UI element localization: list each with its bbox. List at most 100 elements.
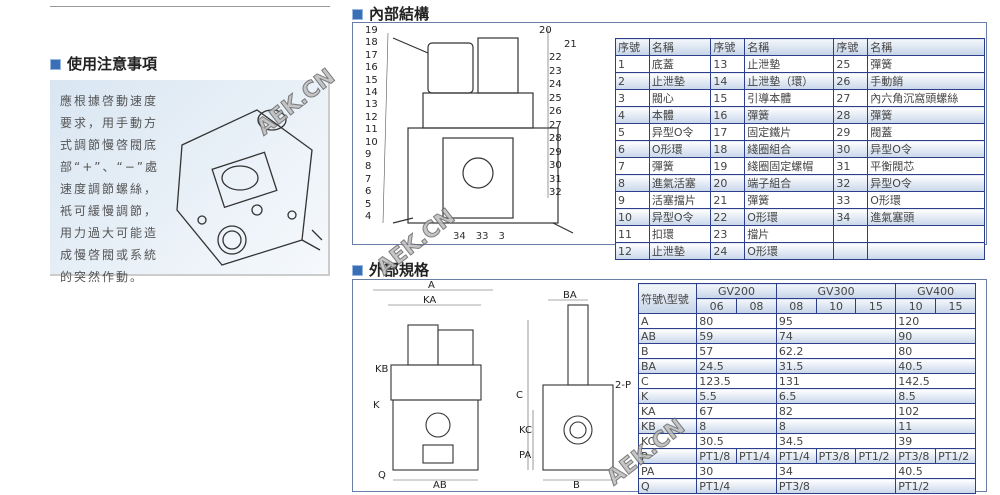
table-cell: 24.5 xyxy=(696,358,777,374)
table-cell: 止泄墊 xyxy=(648,242,712,260)
row-key: BA xyxy=(637,358,698,374)
table-cell: O形環 xyxy=(648,140,712,158)
table-cell: 31 xyxy=(833,157,869,175)
table-cell: 閥蓋 xyxy=(867,123,985,141)
table-cell: 端子組合 xyxy=(744,174,835,192)
size-header: 10 xyxy=(895,298,937,314)
table-cell: 123.5 xyxy=(696,373,777,389)
table-cell: 內六角沉窩頭螺絲 xyxy=(867,89,985,107)
top-rule xyxy=(50,0,330,7)
dimension-label: KC xyxy=(519,425,532,436)
callout-label: 5 xyxy=(365,198,372,210)
table-cell: 引導本體 xyxy=(744,89,835,107)
table-cell: 25 xyxy=(833,55,869,73)
table-cell: 23 xyxy=(710,225,746,243)
table-cell: 27 xyxy=(833,89,869,107)
notes-heading: 使用注意事項 xyxy=(50,53,157,74)
table-cell: 57 xyxy=(696,343,777,359)
row-key: P xyxy=(637,448,698,464)
table-cell: 進氣活塞 xyxy=(648,174,712,192)
table-cell: 14 xyxy=(710,72,746,90)
model-header: GV200 xyxy=(696,283,777,299)
callout-label: 3 xyxy=(498,231,505,242)
callout-label: 25 xyxy=(549,92,562,104)
callout-label: 8 xyxy=(365,161,372,173)
header-cell: 名稱 xyxy=(867,38,985,56)
table-cell: 95 xyxy=(775,313,897,329)
notes-text: 應根據啓動速度要求，用手動方式調節慢啓閥底部“+”、“−”處速度調節螺絲，衹可緩… xyxy=(60,94,159,284)
dimension-label: B xyxy=(573,480,580,491)
dimension-label: KB xyxy=(375,364,389,375)
table-cell: 止泄墊 xyxy=(648,72,712,90)
callout-label: 11 xyxy=(365,124,378,136)
table-cell: 10 xyxy=(615,208,650,226)
header-cell: 序號 xyxy=(710,38,746,56)
table-cell: PT1/2 xyxy=(935,448,976,464)
cross-section-drawing xyxy=(382,28,574,234)
dimension-label: AB xyxy=(433,480,447,491)
table-cell: 26 xyxy=(833,72,869,90)
table-cell: 34 xyxy=(775,463,897,479)
callout-label: 34 xyxy=(453,231,466,242)
table-cell: 彈簧 xyxy=(867,55,985,73)
table-cell: 80 xyxy=(895,343,976,359)
table-cell: 13 xyxy=(710,55,746,73)
table-cell: 綫圈組合 xyxy=(744,140,835,158)
callout-label: 22 xyxy=(549,52,562,63)
table-cell: 30 xyxy=(833,140,869,158)
callout-label: 12 xyxy=(365,111,378,123)
notes-box: 應根據啓動速度要求，用手動方式調節慢啓閥底部“+”、“−”處速度調節螺絲，衹可緩… xyxy=(50,80,330,284)
model-header: GV400 xyxy=(895,283,976,299)
table-cell: 12 xyxy=(615,242,650,260)
table-cell: 15 xyxy=(710,89,746,107)
table-cell: O形環 xyxy=(744,208,835,226)
dimension-drawing xyxy=(373,289,614,481)
size-header: 08 xyxy=(736,298,777,314)
callout-label: 24 xyxy=(549,79,562,90)
table-cell: 67 xyxy=(696,403,777,419)
table-cell: 止泄墊 xyxy=(744,55,835,73)
table-cell: 閥心 xyxy=(648,89,712,107)
callout-label: 15 xyxy=(365,74,378,86)
table-cell: 彈簧 xyxy=(744,191,835,209)
row-key: B xyxy=(637,343,698,359)
table-cell: 彈簧 xyxy=(867,106,985,124)
table-cell: PT3/8 xyxy=(895,448,937,464)
table-cell: 彈簧 xyxy=(744,106,835,124)
callout-label: 21 xyxy=(564,38,577,50)
dimension-label: K xyxy=(373,400,380,411)
table-cell: PT3/8 xyxy=(775,478,897,494)
external-heading: 外部規格 xyxy=(352,259,429,280)
dimension-label: KA xyxy=(423,295,437,306)
size-header: 08 xyxy=(775,298,817,314)
table-cell: 8 xyxy=(696,418,777,434)
table-cell: PT1/4 xyxy=(736,448,777,464)
table-cell: 進氣塞頭 xyxy=(867,208,985,226)
row-key: KA xyxy=(637,403,698,419)
table-cell: PT1/4 xyxy=(696,478,777,494)
model-header: GV300 xyxy=(775,283,897,299)
table-cell: 80 xyxy=(696,313,777,329)
table-cell: 异型O令 xyxy=(648,123,712,141)
table-cell xyxy=(833,242,869,260)
table-cell: 82 xyxy=(775,403,897,419)
dimension-label: BA xyxy=(563,290,577,301)
table-cell: 异型O令 xyxy=(648,208,712,226)
table-cell: 异型O令 xyxy=(867,140,985,158)
table-cell: 62.2 xyxy=(775,343,897,359)
table-cell: 29 xyxy=(833,123,869,141)
table-cell: 8 xyxy=(615,174,650,192)
size-header: 15 xyxy=(855,298,897,314)
callout-label: 10 xyxy=(365,136,378,148)
table-cell: 34.5 xyxy=(775,433,897,449)
table-cell: 30 xyxy=(696,463,777,479)
internal-heading: 內部結構 xyxy=(352,3,429,24)
